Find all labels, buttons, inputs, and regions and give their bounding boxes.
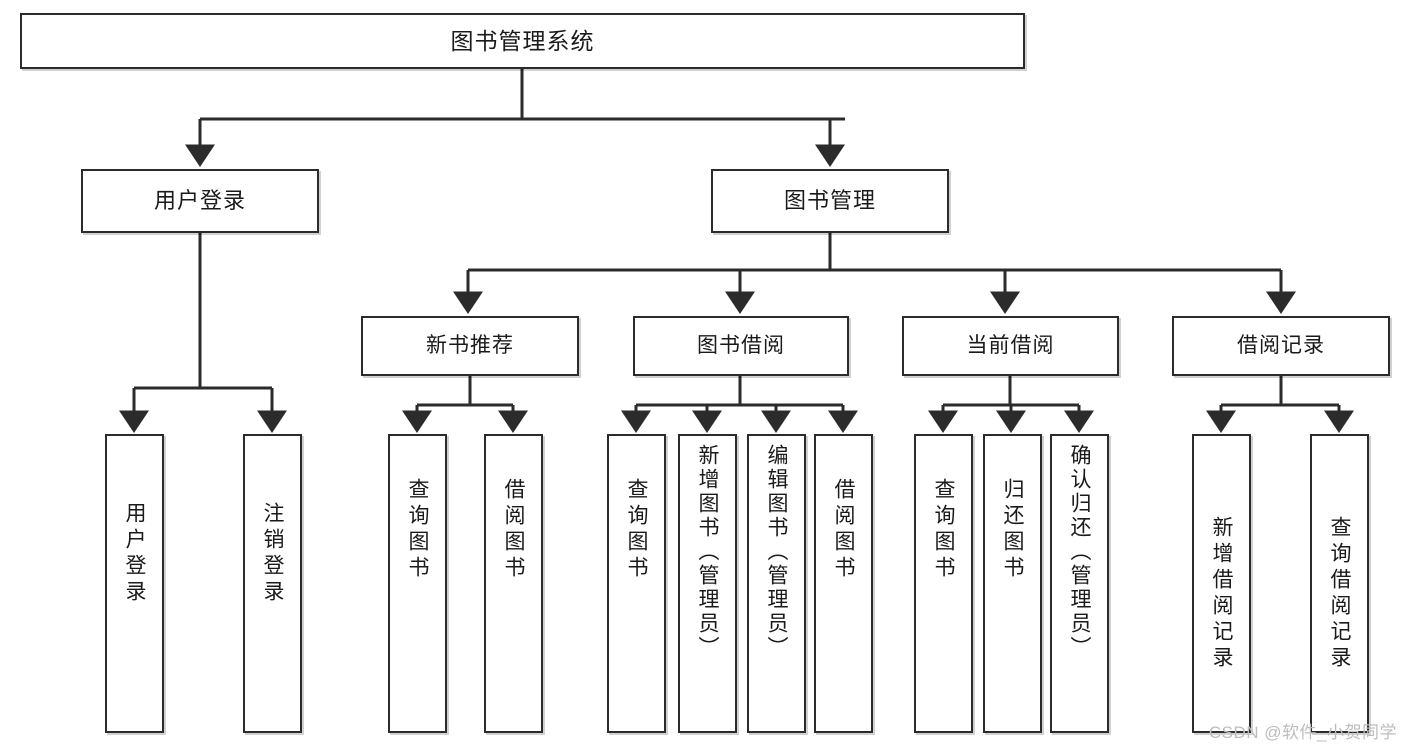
node-leaf-edit-book-label: 编辑图书（管理员） bbox=[765, 444, 788, 660]
node-leaf-query-book-borrow[interactable]: 查询图书 bbox=[607, 434, 666, 733]
connector-bookborrow-to-leaves bbox=[621, 376, 858, 433]
connector-userlogin-to-leaves bbox=[119, 233, 287, 433]
node-user-login-label: 用户登录 bbox=[153, 188, 246, 214]
node-book-manage-label: 图书管理 bbox=[783, 188, 876, 214]
connector-newbook-to-leaves bbox=[402, 376, 528, 433]
node-leaf-confirm-return[interactable]: 确认归还（管理员） bbox=[1050, 434, 1109, 733]
node-leaf-query-book-cur[interactable]: 查询图书 bbox=[914, 434, 973, 733]
node-leaf-user-login[interactable]: 用户登录 bbox=[105, 434, 164, 733]
node-leaf-user-logout-label: 注销登录 bbox=[261, 502, 284, 606]
node-leaf-query-book-rec[interactable]: 查询图书 bbox=[388, 434, 447, 733]
node-root[interactable]: 图书管理系统 bbox=[20, 13, 1025, 69]
connector-borrowrecord-to-leaves bbox=[1206, 376, 1354, 433]
node-leaf-user-logout[interactable]: 注销登录 bbox=[243, 434, 302, 733]
node-leaf-return-book[interactable]: 归还图书 bbox=[983, 434, 1042, 733]
node-book-borrow-label: 图书借阅 bbox=[697, 333, 785, 357]
node-leaf-query-book-borrow-label: 查询图书 bbox=[625, 478, 648, 582]
node-leaf-query-book-rec-label: 查询图书 bbox=[406, 478, 429, 582]
node-new-book-rec[interactable]: 新书推荐 bbox=[361, 316, 579, 376]
node-leaf-confirm-return-label: 确认归还（管理员） bbox=[1068, 444, 1091, 660]
node-leaf-add-book-label: 新增图书（管理员） bbox=[696, 444, 719, 660]
node-root-label: 图书管理系统 bbox=[450, 27, 595, 54]
node-leaf-user-login-label: 用户登录 bbox=[123, 502, 146, 606]
node-book-borrow[interactable]: 图书借阅 bbox=[633, 316, 849, 376]
node-leaf-add-record[interactable]: 新增借阅记录 bbox=[1192, 434, 1251, 733]
node-leaf-add-book[interactable]: 新增图书（管理员） bbox=[678, 434, 737, 733]
node-leaf-return-book-label: 归还图书 bbox=[1001, 478, 1024, 582]
node-leaf-query-record-label: 查询借阅记录 bbox=[1328, 516, 1351, 672]
node-new-book-rec-label: 新书推荐 bbox=[426, 333, 514, 357]
node-leaf-borrow-book-label: 借阅图书 bbox=[832, 478, 855, 582]
node-leaf-borrow-book-rec-label: 借阅图书 bbox=[502, 478, 525, 582]
node-leaf-borrow-book[interactable]: 借阅图书 bbox=[814, 434, 873, 733]
node-leaf-borrow-book-rec[interactable]: 借阅图书 bbox=[484, 434, 543, 733]
connector-root-to-level1 bbox=[185, 69, 845, 167]
node-current-borrow-label: 当前借阅 bbox=[966, 333, 1055, 357]
node-leaf-query-record[interactable]: 查询借阅记录 bbox=[1310, 434, 1369, 733]
connector-currentborrow-to-leaves bbox=[928, 376, 1094, 433]
node-book-manage[interactable]: 图书管理 bbox=[711, 169, 949, 233]
node-leaf-edit-book[interactable]: 编辑图书（管理员） bbox=[747, 434, 806, 733]
node-current-borrow[interactable]: 当前借阅 bbox=[902, 316, 1119, 376]
node-borrow-record[interactable]: 借阅记录 bbox=[1172, 316, 1390, 376]
node-borrow-record-label: 借阅记录 bbox=[1237, 333, 1325, 357]
node-leaf-query-book-cur-label: 查询图书 bbox=[932, 478, 955, 582]
node-user-login[interactable]: 用户登录 bbox=[81, 169, 319, 233]
watermark-text: CSDN @软件_小贺同学 bbox=[1208, 723, 1397, 742]
connector-bookmanage-to-level2 bbox=[453, 233, 1296, 314]
node-leaf-add-record-label: 新增借阅记录 bbox=[1210, 516, 1233, 672]
